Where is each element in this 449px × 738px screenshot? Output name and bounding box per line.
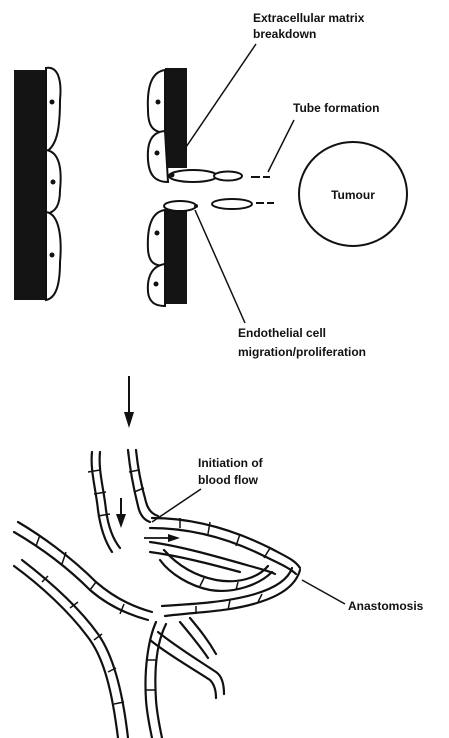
blood-flow-arrow-right [144,534,180,542]
sprouting-vessel-cells [148,70,168,306]
blood-flow-pointer-line [152,489,201,522]
ecm-label-line1: Extracellular matrix [253,11,365,25]
ecm-label-line2: breakdown [253,27,316,41]
sprout-left [92,452,112,552]
migrating-endothelial-cells [164,170,252,211]
capillary-network [14,450,300,738]
anastomosis-pointer-line [302,580,345,604]
anastomosis-label: Anastomosis [348,599,424,613]
left-vessel [14,68,61,300]
trunk-left [14,566,118,738]
endothelial-label-line2: migration/proliferation [238,345,366,359]
sprouting-vessel [148,68,274,306]
tube-pointer-line [268,120,294,172]
sprouting-vessel-wall-upper [165,68,187,168]
tumour: Tumour [299,142,407,246]
branch-right [165,570,300,616]
tube-dashes [251,177,274,203]
tumour-label: Tumour [331,188,375,202]
tube-formation-label: Tube formation [293,101,379,115]
left-vessel-wall [14,70,48,300]
blood-flow-arrow-down [116,498,126,528]
left-vessel-endothelial-cells [46,68,61,300]
blood-flow-label-line2: blood flow [198,473,259,487]
sprouting-vessel-wall-lower [165,208,187,304]
endothelial-label-line1: Endothelial cell [238,326,326,340]
blood-flow-label-line1: Initiation of [198,456,264,470]
branch-left-upper [18,522,152,612]
cell-junctions [36,470,270,704]
transition-arrow [124,376,134,428]
endothelial-pointer-line [195,210,245,323]
ecm-pointer-line [184,44,256,150]
